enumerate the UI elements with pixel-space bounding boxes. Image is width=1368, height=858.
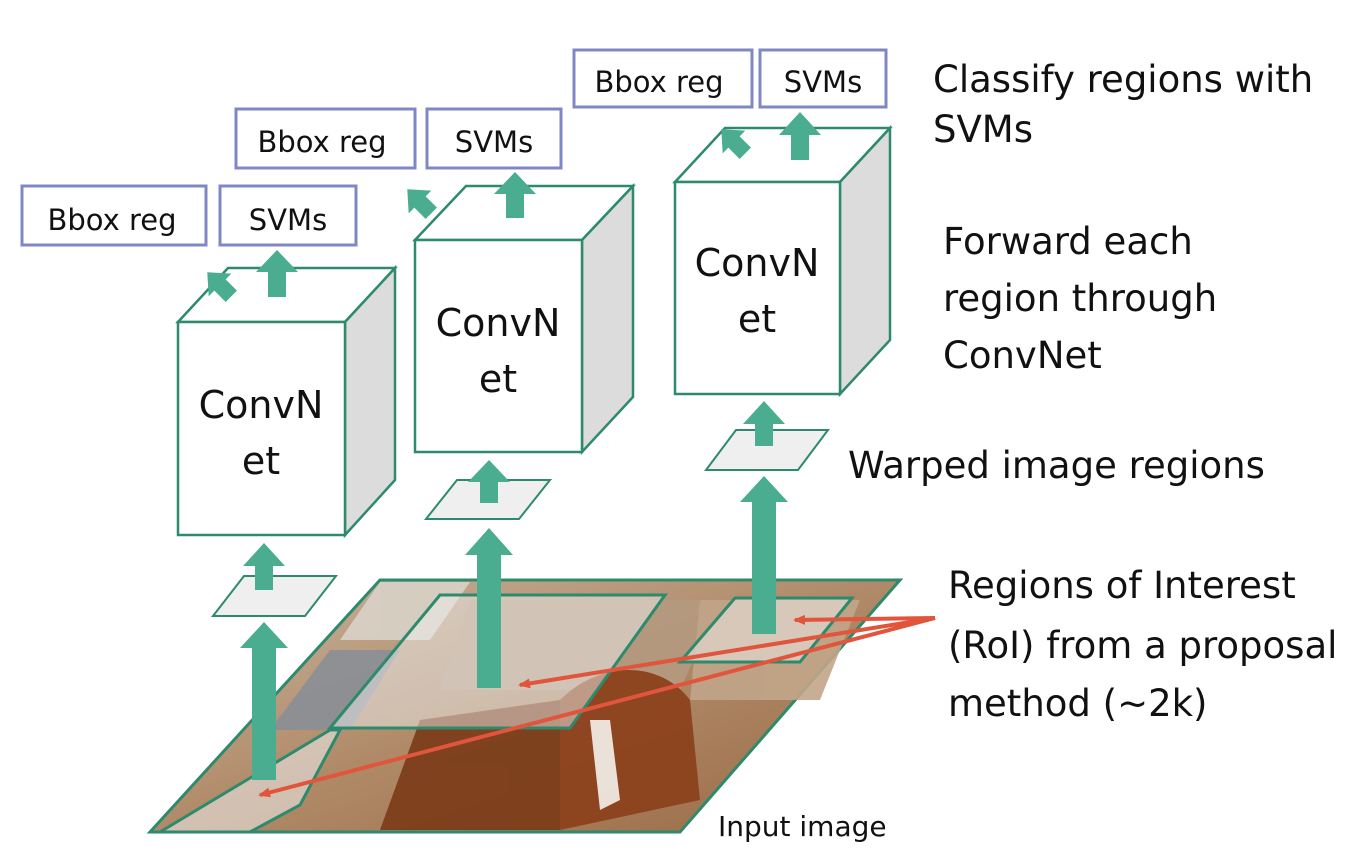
roi-text-line2: (RoI) from a proposal bbox=[948, 624, 1337, 667]
roi-text-line3: method (~2k) bbox=[948, 682, 1208, 725]
arrow-roi-to-warp-3 bbox=[740, 476, 788, 634]
warped-text: Warped image regions bbox=[848, 444, 1265, 487]
forward-text-line2: region through bbox=[943, 277, 1217, 320]
arrow-svm-1 bbox=[256, 250, 298, 297]
roi-pointer-arrows bbox=[258, 614, 936, 798]
warped-region-3 bbox=[704, 429, 830, 471]
annotations: Classify regions with SVMs Forward each … bbox=[718, 58, 1337, 843]
svm-label-1: SVMs bbox=[249, 203, 327, 237]
roi-text-line1: Regions of Interest bbox=[948, 564, 1296, 607]
roi-region-1 bbox=[154, 728, 343, 834]
convnet-label-1-line1: ConvN bbox=[199, 383, 324, 427]
bbox-reg-label-2: Bbox reg bbox=[257, 125, 386, 159]
svm-box-2 bbox=[425, 107, 563, 170]
convnet-cube-3-front bbox=[673, 180, 842, 396]
column-2: ConvN et Bbox reg SVMs bbox=[234, 107, 636, 688]
column-3: ConvN et Bbox reg SVMs bbox=[572, 48, 893, 634]
classify-text-line2: SVMs bbox=[933, 108, 1033, 151]
forward-text-line1: Forward each bbox=[943, 220, 1193, 263]
arrow-warp-to-net-1 bbox=[243, 543, 285, 590]
convnet-cube-1-front bbox=[176, 320, 347, 537]
svm-box-3 bbox=[758, 48, 888, 109]
classify-text-line1: Classify regions with bbox=[933, 58, 1313, 101]
arrow-bbox-3 bbox=[721, 129, 751, 159]
forward-text-line3: ConvNet bbox=[943, 334, 1102, 377]
convnet-label-2-line1: ConvN bbox=[436, 301, 561, 345]
bbox-reg-label-1: Bbox reg bbox=[47, 203, 176, 237]
bbox-reg-box-2 bbox=[234, 107, 417, 170]
svm-label-3: SVMs bbox=[784, 65, 862, 99]
arrow-warp-to-net-3 bbox=[743, 401, 785, 446]
bbox-reg-box-3 bbox=[572, 48, 754, 109]
arrow-bbox-2 bbox=[407, 189, 437, 219]
bbox-reg-label-3: Bbox reg bbox=[594, 65, 723, 99]
bbox-reg-box-1 bbox=[20, 184, 208, 247]
arrow-warp-to-net-2 bbox=[468, 460, 510, 503]
svm-label-2: SVMs bbox=[455, 125, 533, 159]
arrow-svm-2 bbox=[494, 172, 536, 218]
arrow-bbox-1 bbox=[207, 272, 237, 302]
column-1: ConvN et Bbox reg SVMs bbox=[20, 184, 398, 780]
svm-box-1 bbox=[218, 184, 358, 247]
convnet-label-1-line2: et bbox=[242, 439, 280, 483]
convnet-cube-2-front bbox=[413, 238, 584, 454]
input-image-label: Input image bbox=[718, 810, 887, 843]
convnet-label-3-line1: ConvN bbox=[695, 241, 820, 285]
warped-region-1 bbox=[210, 575, 339, 617]
arrow-roi-to-warp-2 bbox=[465, 528, 513, 688]
convnet-label-2-line2: et bbox=[479, 357, 517, 401]
convnet-label-3-line2: et bbox=[738, 297, 776, 341]
arrow-svm-3 bbox=[779, 112, 821, 160]
arrow-roi-to-warp-1 bbox=[240, 622, 288, 780]
